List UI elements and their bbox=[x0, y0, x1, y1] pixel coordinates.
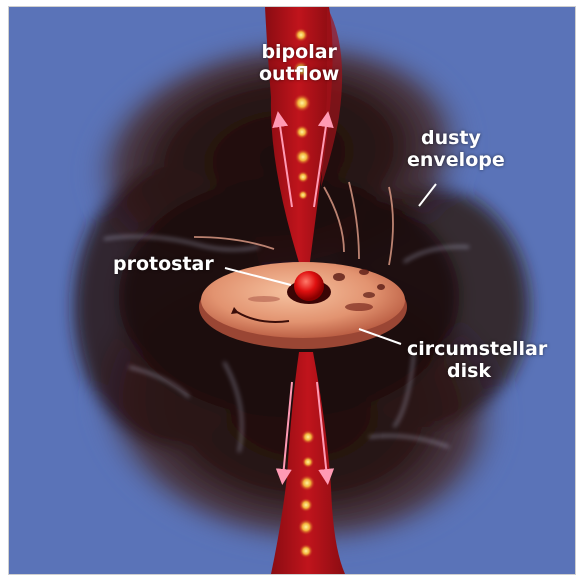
label-circumstellar-disk: circumstellar disk bbox=[407, 338, 547, 382]
label-protostar: protostar bbox=[113, 253, 214, 275]
label-bipolar-outflow: bipolar outflow bbox=[259, 41, 339, 85]
protostar-diagram: bipolar outflow dusty envelope protostar… bbox=[8, 6, 576, 575]
label-dusty-envelope: dusty envelope bbox=[407, 127, 505, 171]
protostar-illustration bbox=[9, 7, 575, 574]
